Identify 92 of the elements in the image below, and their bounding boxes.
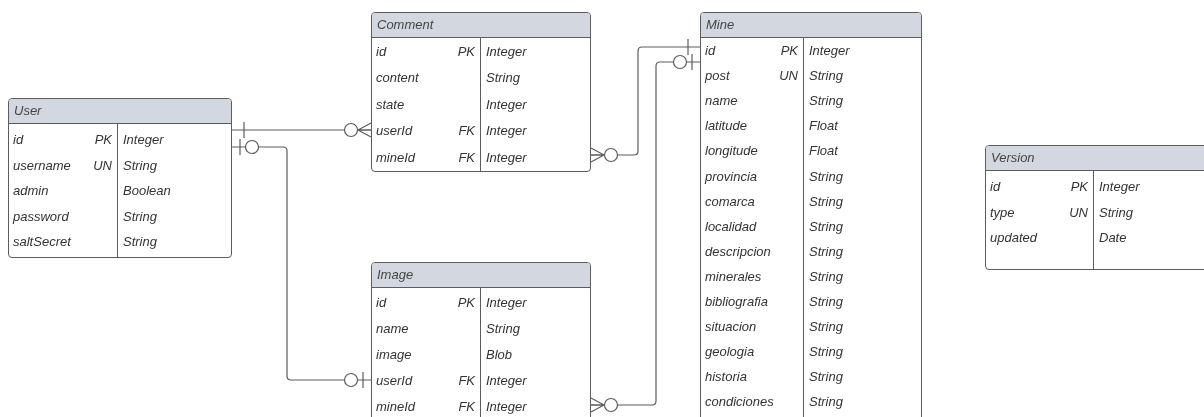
field-type: Integer — [486, 398, 527, 414]
key-label: FK — [458, 123, 475, 139]
field-type: String — [809, 218, 843, 234]
field-name: mineId — [376, 398, 416, 414]
entity-table — [985, 145, 1204, 270]
relationship-line — [590, 38, 701, 163]
field-name: comarca — [705, 193, 755, 209]
field-name: username — [13, 157, 71, 173]
field-type: String — [809, 394, 843, 410]
field-name: name — [376, 321, 409, 337]
key-label: UN — [1069, 204, 1088, 220]
field-type: Integer — [486, 295, 527, 311]
field-name: historia — [705, 369, 747, 385]
field-name: id — [13, 132, 24, 148]
field-name: mineId — [376, 149, 416, 165]
field-type: Float — [809, 118, 838, 134]
key-label: PK — [780, 43, 798, 59]
field-name: admin — [13, 183, 49, 199]
field-name: saltSecret — [13, 234, 71, 250]
field-name: provincia — [705, 168, 758, 184]
field-name: id — [705, 43, 716, 59]
field-type: String — [123, 234, 157, 250]
field-type: String — [1099, 204, 1133, 220]
field-type: Float — [809, 143, 838, 159]
field-type: String — [809, 294, 843, 310]
field-type: Date — [1099, 230, 1127, 246]
field-name: content — [376, 70, 419, 86]
field-name: type — [990, 204, 1015, 220]
field-type: String — [809, 344, 843, 360]
field-type: Integer — [486, 149, 527, 165]
field-name: post — [705, 68, 730, 84]
key-label: FK — [458, 149, 475, 165]
field-type: String — [809, 369, 843, 385]
key-label: FK — [458, 372, 475, 388]
field-name: id — [990, 179, 1001, 195]
key-label: PK — [457, 43, 475, 59]
field-name: image — [376, 347, 412, 362]
relationship-line — [231, 138, 372, 389]
table-header: Comment — [372, 13, 590, 38]
entity-table — [371, 12, 591, 172]
field-type: Boolean — [123, 183, 171, 199]
key-label: UN — [779, 68, 798, 84]
field-type: Integer — [1099, 179, 1140, 195]
key-label: PK — [94, 132, 112, 148]
key-label: FK — [458, 398, 475, 414]
field-type: Integer — [123, 132, 164, 148]
field-type: Blob — [486, 347, 513, 362]
field-type: String — [809, 93, 843, 109]
field-name: userId — [376, 372, 413, 388]
field-name: geologia — [705, 344, 755, 360]
field-type: String — [123, 157, 157, 173]
field-type: Integer — [809, 43, 850, 59]
field-type: Integer — [486, 43, 527, 59]
field-name: situacion — [705, 319, 757, 335]
field-name: name — [705, 93, 738, 109]
relationship-line — [590, 53, 701, 413]
field-type: Integer — [486, 96, 527, 112]
entity-table — [700, 12, 922, 417]
field-name: longitude — [705, 143, 758, 159]
field-name: id — [376, 295, 387, 311]
field-name: descripcion — [705, 243, 771, 259]
field-type: String — [809, 243, 843, 259]
field-name: id — [376, 43, 387, 59]
field-name: condiciones — [705, 394, 774, 410]
field-name: bibliografia — [705, 294, 768, 310]
field-type: String — [809, 68, 843, 84]
field-type: String — [123, 208, 157, 224]
key-label: UN — [93, 157, 112, 173]
table-header: Version — [986, 146, 1204, 171]
entity-table — [8, 98, 232, 258]
field-name: minerales — [705, 268, 762, 284]
field-name: latitude — [705, 118, 747, 134]
table-header: Mine — [701, 13, 921, 38]
entity-table — [371, 262, 591, 417]
field-type: String — [486, 321, 520, 337]
field-type: Integer — [486, 372, 527, 388]
relationship-line — [231, 121, 372, 139]
field-type: String — [809, 268, 843, 284]
field-name: localidad — [705, 218, 757, 234]
field-name: state — [376, 96, 405, 112]
key-label: PK — [457, 295, 475, 311]
field-name: updated — [990, 230, 1037, 246]
field-type: String — [809, 168, 843, 184]
field-name: password — [13, 208, 69, 224]
field-type: String — [486, 70, 520, 86]
field-type: Integer — [486, 123, 527, 139]
field-name: userId — [376, 123, 413, 139]
table-header: User — [9, 99, 231, 124]
field-type: String — [809, 193, 843, 209]
key-label: PK — [1070, 179, 1088, 195]
table-header: Image — [372, 263, 590, 288]
field-type: String — [809, 319, 843, 335]
